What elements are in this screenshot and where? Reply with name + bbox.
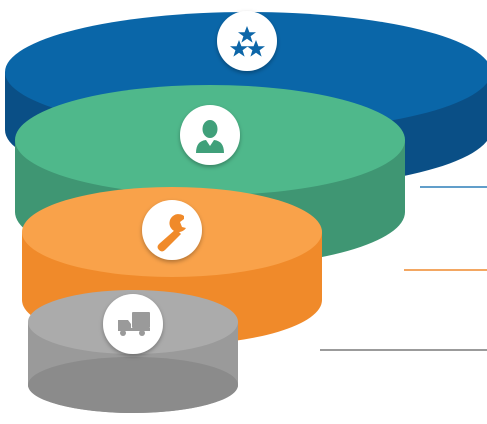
person-icon xyxy=(180,105,240,165)
three-stars-icon xyxy=(217,11,277,71)
level-4-bottom xyxy=(28,357,238,413)
truck-icon xyxy=(103,294,163,354)
wrench-icon xyxy=(142,200,202,260)
